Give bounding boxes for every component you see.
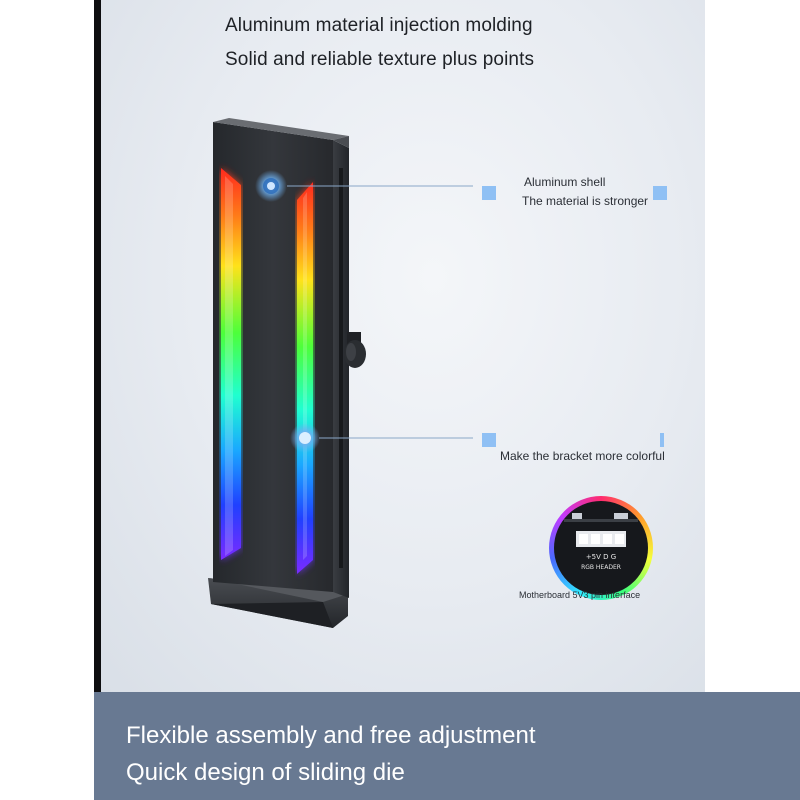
marker-colorful-left [482, 433, 496, 447]
footer-line-1: Flexible assembly and free adjustment [126, 722, 536, 749]
right-margin [705, 0, 800, 692]
marker-shell-right [653, 186, 667, 200]
rgb-header-icon: +5V D G RGB HEADER [564, 513, 638, 571]
motherboard-caption: Motherboard 5V3 pin interface [519, 590, 641, 600]
footer-line-2: Quick design of sliding die [126, 759, 405, 786]
marker-colorful-right [660, 433, 664, 447]
rgb-strip-left [221, 168, 241, 560]
motherboard-header-photo: +5V D G RGB HEADER [549, 496, 653, 600]
shell-subtitle: The material is stronger [522, 194, 649, 208]
headline-line-1: Aluminum material injection molding [225, 15, 533, 36]
left-border [94, 0, 101, 692]
footer-banner: Flexible assembly and free adjustment Qu… [94, 692, 800, 800]
pin-labels: +5V D G [586, 553, 616, 561]
header-label: RGB HEADER [581, 564, 621, 571]
product-panel: Aluminum material injection molding Soli… [101, 0, 705, 692]
rgb-strip-right [297, 182, 313, 574]
gpu-bracket-illustration [208, 118, 473, 628]
headline-line-2: Solid and reliable texture plus points [225, 49, 535, 70]
shell-title: Aluminum shell [524, 175, 606, 189]
marker-shell-left [482, 186, 496, 200]
colorful-caption: Make the bracket more colorful [500, 449, 665, 463]
